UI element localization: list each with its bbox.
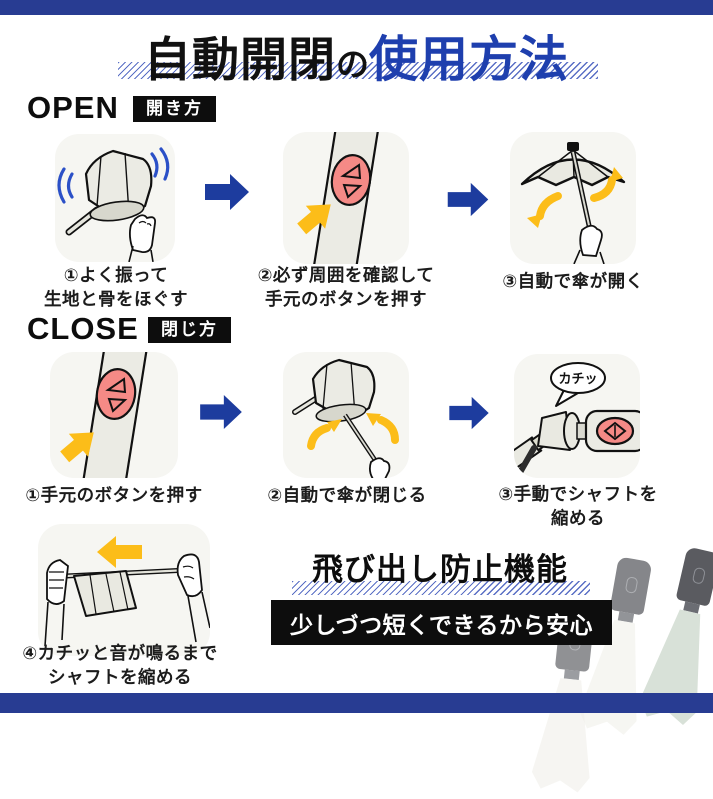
click-sound-bubble-text: カチッ (558, 371, 597, 386)
caption-line: 手元のボタンを押す (265, 288, 427, 309)
close-step3-caption: ③手動でシャフトを 縮める (483, 483, 673, 530)
umbrella-closes-icon (292, 358, 399, 478)
caption-line: ②必ず周囲を確認して (257, 265, 435, 285)
open-step3-tile (510, 132, 636, 264)
caption-line: ①手元のボタンを押す (25, 485, 203, 505)
umbrella-neck (563, 669, 580, 680)
caption-line: シャフトを縮める (48, 666, 192, 687)
close-step4-caption: ④カチッと音が鳴るまで シャフトを縮める (14, 642, 226, 689)
open-heading: OPEN (27, 90, 119, 125)
close-step4-tile (38, 524, 210, 656)
feature-title: 飛び出し防止機能 (312, 552, 568, 587)
open-step1-tile (55, 134, 175, 262)
close-step3-tile: カチッ (514, 354, 640, 478)
open-step1-caption: ①よく振って 生地と骨をほぐす (26, 264, 206, 311)
close-step1-caption: ①手元のボタンを押す (18, 484, 210, 508)
press-handle-button-icon (297, 132, 379, 264)
retract-shaft-click-icon: カチッ (514, 362, 640, 478)
open-step2-tile (283, 132, 409, 264)
caption-line: ④カチッと音が鳴るまで (22, 643, 218, 663)
open-badge: 開き方 (133, 96, 216, 123)
umbrella-opens-icon (520, 142, 626, 264)
shake-folded-umbrella-icon (57, 147, 170, 262)
caption-line: ①よく振って (63, 265, 169, 285)
umbrella-handle (609, 556, 653, 616)
close-step2-tile (283, 352, 409, 478)
feature-banner-text: 少しづつ短くできるから安心 (290, 611, 593, 638)
caption-line: ③自動で傘が開く (502, 271, 644, 291)
top-navy-bar (0, 0, 713, 15)
close-step1-tile (50, 352, 178, 478)
caption-line: 縮める (551, 507, 605, 528)
umbrella-handle (675, 546, 713, 607)
close-heading: CLOSE (27, 311, 139, 346)
arrow-right-icon (204, 173, 250, 211)
page-title-particle: の (335, 46, 369, 83)
bottom-navy-bar (0, 693, 713, 713)
page-title: 自動開閉の使用方法 (0, 20, 713, 91)
feature-banner: 少しづつ短くできるから安心 (271, 600, 612, 645)
caption-line: 生地と骨をほぐす (44, 288, 188, 309)
arrow-right-icon (198, 394, 244, 430)
caption-line: ③手動でシャフトを (498, 484, 658, 504)
press-handle-button-icon (60, 352, 148, 478)
open-step2-caption: ②必ず周囲を確認して 手元のボタンを押す (250, 264, 442, 311)
caption-line: ②自動で傘が閉じる (267, 485, 427, 505)
close-step2-caption: ②自動で傘が閉じる (252, 484, 442, 508)
page-title-blue: 使用方法 (368, 33, 569, 87)
title-hatch-underline (118, 62, 598, 79)
feature-hatch-underline (292, 581, 590, 595)
arrow-right-icon (446, 182, 490, 217)
compress-shaft-icon (44, 536, 210, 647)
close-badge: 閉じ方 (148, 317, 231, 344)
open-step3-caption: ③自動で傘が開く (478, 270, 668, 294)
page-title-black: 自動開閉 (143, 33, 336, 86)
arrow-right-icon (447, 396, 491, 430)
